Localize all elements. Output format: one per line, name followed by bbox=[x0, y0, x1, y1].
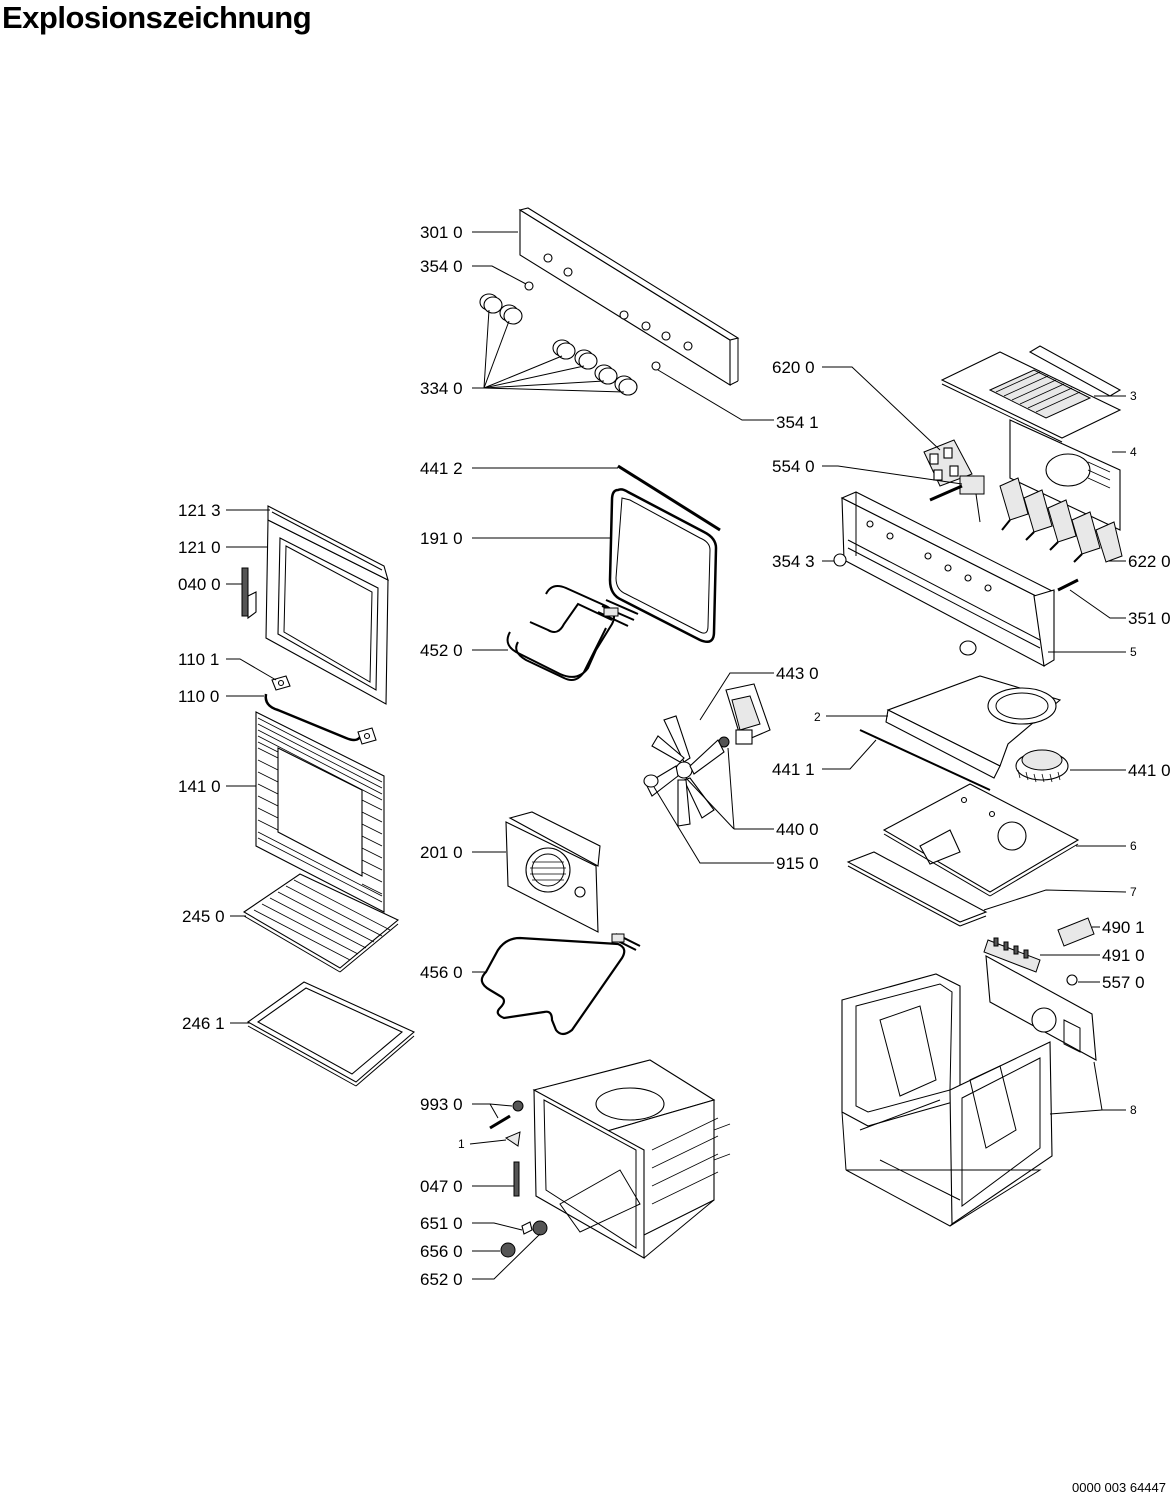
label-part-3: 3 bbox=[1130, 389, 1137, 403]
control-frame-drawing bbox=[840, 491, 1056, 667]
label-554-0: 554 0 bbox=[772, 457, 815, 476]
energy-regulators-drawing bbox=[999, 477, 1123, 563]
label-246-1: 246 1 bbox=[182, 1014, 225, 1033]
lamp-drawing bbox=[1066, 974, 1078, 986]
label-354-1: 354 1 bbox=[776, 413, 819, 432]
label-490-1: 490 1 bbox=[1102, 918, 1145, 937]
document-number: 0000 003 64447 bbox=[1072, 1480, 1166, 1495]
wire-shelf-drawing bbox=[242, 873, 400, 973]
label-245-0: 245 0 bbox=[182, 907, 225, 926]
fan-cover-drawing bbox=[505, 811, 601, 933]
label-047-0: 047 0 bbox=[420, 1177, 463, 1196]
bottom-strip-drawing bbox=[846, 851, 988, 927]
connector-cover-drawing bbox=[1057, 917, 1095, 947]
label-334-0: 334 0 bbox=[420, 379, 463, 398]
label-622-0: 622 0 bbox=[1128, 552, 1171, 571]
label-491-0: 491 0 bbox=[1102, 946, 1145, 965]
grill-element-drawing bbox=[506, 585, 639, 681]
label-441-0: 441 0 bbox=[1128, 761, 1171, 780]
label-651-0: 651 0 bbox=[420, 1214, 463, 1233]
door-handle-drawing bbox=[264, 675, 377, 745]
label-993-0: 993 0 bbox=[420, 1095, 463, 1114]
label-557-0: 557 0 bbox=[1102, 973, 1145, 992]
label-121-3: 121 3 bbox=[178, 501, 221, 520]
lower-heating-element-drawing bbox=[480, 933, 641, 1036]
label-351-0: 351 0 bbox=[1128, 609, 1171, 628]
label-656-0: 656 0 bbox=[420, 1242, 463, 1261]
door-inner-frame-drawing bbox=[265, 505, 389, 705]
small-fastener-drawings bbox=[489, 1100, 548, 1258]
label-part-7: 7 bbox=[1130, 885, 1137, 899]
page-title: Explosionszeichnung bbox=[2, 0, 312, 35]
shaft-drawing bbox=[1057, 578, 1079, 592]
label-141-0: 141 0 bbox=[178, 777, 221, 796]
fan-motor-drawing bbox=[718, 683, 771, 748]
label-201-0: 201 0 bbox=[420, 843, 463, 862]
label-915-0: 915 0 bbox=[776, 854, 819, 873]
door-glass-drawing bbox=[255, 711, 385, 913]
label-part-4: 4 bbox=[1130, 445, 1137, 459]
label-441-2: 441 2 bbox=[420, 459, 463, 478]
label-354-0: 354 0 bbox=[420, 257, 463, 276]
label-456-0: 456 0 bbox=[420, 963, 463, 982]
oven-cavity-drawing bbox=[532, 1059, 731, 1259]
label-part-1: 1 bbox=[458, 1137, 465, 1151]
control-panel-drawing bbox=[518, 207, 740, 386]
label-301-0: 301 0 bbox=[420, 223, 463, 242]
outer-casing-drawing bbox=[841, 955, 1097, 1227]
thermostat-drawing bbox=[929, 475, 985, 523]
label-121-0: 121 0 bbox=[178, 538, 221, 557]
label-443-0: 443 0 bbox=[776, 664, 819, 683]
label-440-0: 440 0 bbox=[776, 820, 819, 839]
top-cover-drawing bbox=[940, 345, 1122, 531]
label-part-2: 2 bbox=[814, 710, 821, 724]
fan-housing-drawing bbox=[859, 675, 1062, 791]
label-part-5: 5 bbox=[1130, 645, 1137, 659]
label-040-0: 040 0 bbox=[178, 575, 221, 594]
label-620-0: 620 0 bbox=[772, 358, 815, 377]
fan-motor-ring-drawing bbox=[1015, 749, 1069, 783]
hinge-drawing bbox=[241, 567, 257, 620]
label-452-0: 452 0 bbox=[420, 641, 463, 660]
label-110-1: 110 1 bbox=[178, 650, 219, 669]
label-part-6: 6 bbox=[1130, 839, 1137, 853]
fan-blade-drawing bbox=[643, 715, 725, 827]
label-191-0: 191 0 bbox=[420, 529, 463, 548]
selector-switch-drawing bbox=[923, 439, 973, 487]
terminal-block-drawing bbox=[983, 937, 1041, 973]
label-part-8: 8 bbox=[1130, 1103, 1137, 1117]
label-652-0: 652 0 bbox=[420, 1270, 463, 1289]
label-110-0: 110 0 bbox=[178, 687, 219, 706]
rear-panel-drawing bbox=[882, 783, 1080, 897]
label-441-1: 441 1 bbox=[772, 760, 815, 779]
label-354-3: 354 3 bbox=[772, 552, 815, 571]
baking-tray-drawing bbox=[246, 981, 416, 1087]
